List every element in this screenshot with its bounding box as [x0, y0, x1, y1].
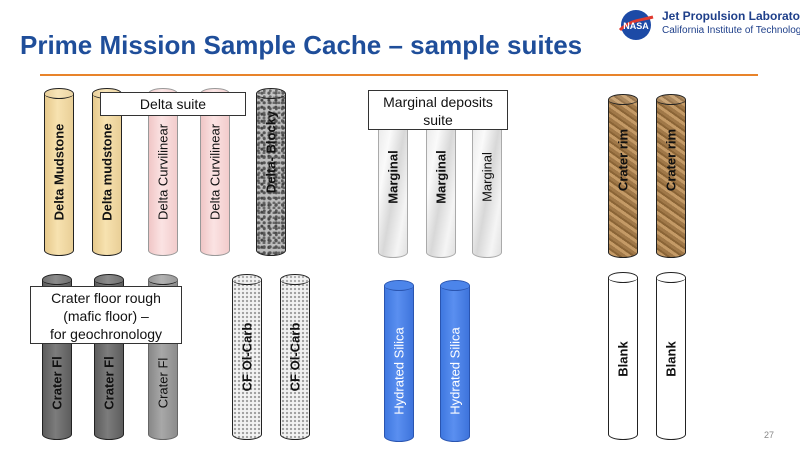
- sample-tube-hydrated-silica-2: Hydrated Silica: [440, 280, 470, 442]
- tube-label: CF Ol-Carb: [239, 322, 255, 392]
- tube-label: Crater Fl: [49, 356, 65, 410]
- marginal-suite-callout: Marginal deposits suite: [368, 90, 508, 130]
- page-number: 27: [764, 430, 775, 440]
- sample-tube-cf-ol-carb-1: CF Ol-Carb: [232, 274, 262, 440]
- tube-label: Marginal: [479, 151, 495, 202]
- logo-org-name: Jet Propulsion Laboratory: [662, 9, 800, 23]
- tube-label: Blank: [615, 341, 631, 378]
- sample-tube-delta-mudstone-1: Delta Mudstone: [44, 88, 74, 256]
- tube-label: Crater rim: [615, 128, 631, 191]
- tube-label: Delta- Blocky: [263, 110, 279, 194]
- sample-tube-blank-1: Blank: [608, 272, 638, 440]
- delta-suite-callout: Delta suite: [100, 92, 246, 116]
- callout-text-line2: (mafic floor) –: [63, 308, 149, 324]
- jpl-logo: NASA Jet Propulsion Laboratory Californi…: [616, 8, 800, 42]
- tube-label: Marginal: [433, 150, 449, 204]
- tube-label: CF Ol-Carb: [287, 322, 303, 392]
- slide-title: Prime Mission Sample Cache – sample suit…: [20, 30, 583, 60]
- tube-label: Delta Mudstone: [51, 123, 67, 221]
- svg-text:NASA: NASA: [623, 21, 649, 31]
- title-divider: [40, 74, 758, 76]
- tube-label: Delta Curvilinear: [207, 123, 223, 221]
- callout-text: Delta suite: [139, 96, 207, 112]
- tube-label: Crater rim: [663, 128, 679, 191]
- tube-label: Crater Fl: [155, 357, 171, 409]
- sample-tube-delta-blocky: Delta- Blocky: [256, 88, 286, 256]
- callout-text-line1: Marginal deposits: [383, 94, 493, 110]
- tube-label: Hydrated Silica: [391, 326, 407, 415]
- callout-text-line3: for geochronology: [49, 326, 163, 342]
- nasa-meatball-icon: NASA: [618, 10, 654, 40]
- sample-tube-crater-rim-1: Crater rim: [608, 94, 638, 258]
- tube-label: Delta Curvilinear: [155, 123, 171, 221]
- sample-tube-cf-ol-carb-2: CF Ol-Carb: [280, 274, 310, 440]
- crater-floor-callout: Crater floor rough (mafic floor) – for g…: [30, 286, 182, 344]
- tube-label: Hydrated Silica: [447, 326, 463, 415]
- callout-text-line2: suite: [423, 112, 453, 128]
- sample-tube-blank-2: Blank: [656, 272, 686, 440]
- sample-tube-hydrated-silica-1: Hydrated Silica: [384, 280, 414, 442]
- callout-text-line1: Crater floor rough: [51, 290, 161, 306]
- sample-tube-crater-rim-2: Crater rim: [656, 94, 686, 258]
- tube-label: Delta mudstone: [99, 123, 115, 221]
- tube-label: Marginal: [385, 150, 401, 204]
- tube-label: Crater Fl: [101, 356, 117, 410]
- tube-label: Blank: [663, 341, 679, 378]
- logo-org-subtitle: California Institute of Technology: [662, 25, 800, 36]
